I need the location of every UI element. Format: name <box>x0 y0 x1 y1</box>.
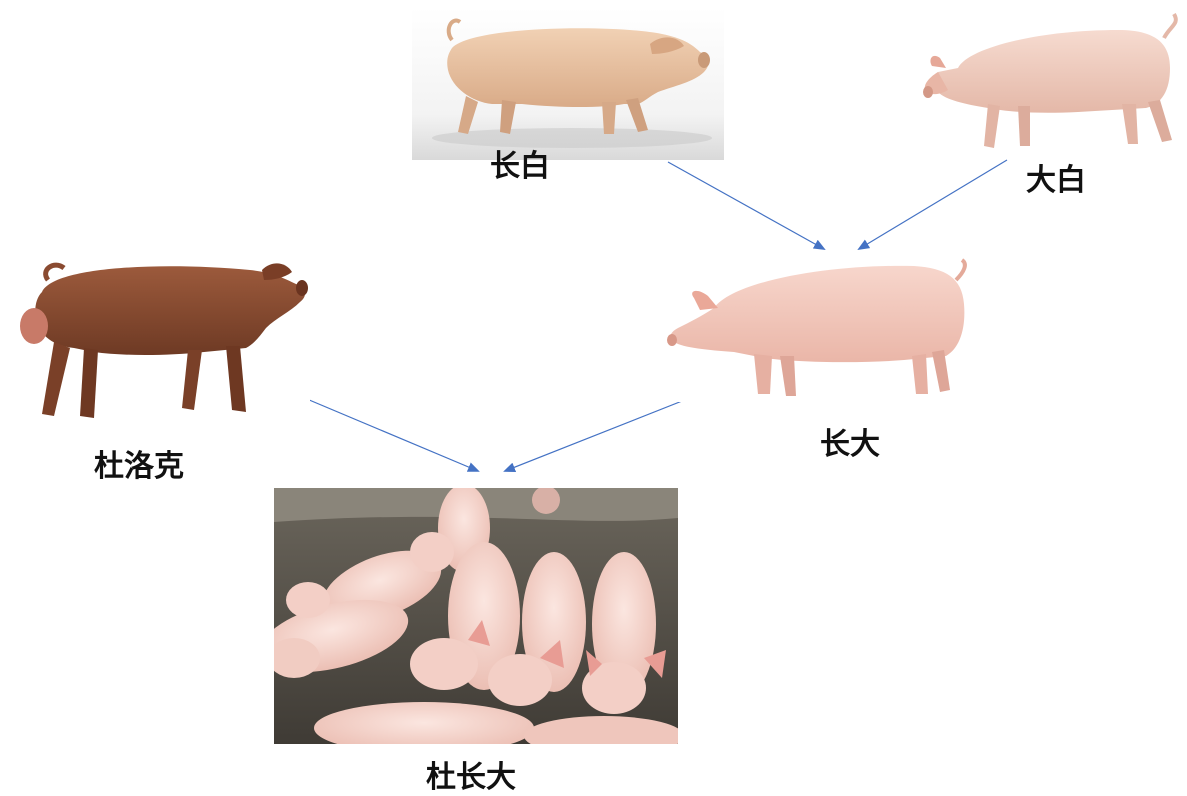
node-label-large-white: 大白 <box>1026 166 1086 196</box>
node-label-duroc-landrace-large-white: 杜长大 <box>426 763 516 793</box>
pig-landrace-image <box>412 8 724 160</box>
piglets-photo-icon <box>274 488 678 744</box>
arrow-landrace-to-cross <box>668 162 824 249</box>
node-label-duroc: 杜洛克 <box>94 452 184 482</box>
pig-duroc-image <box>14 256 310 428</box>
piglets-photo-image <box>274 488 678 744</box>
node-label-landrace: 长白 <box>490 152 550 182</box>
node-label-landrace-large-white: 长大 <box>820 430 880 460</box>
pig-large-white-image <box>918 8 1184 156</box>
pig-landrace-icon <box>412 8 724 160</box>
pig-large-white-icon <box>918 8 1184 156</box>
arrow-largewhite-to-cross <box>859 160 1007 249</box>
pig-duroc-icon <box>14 256 310 428</box>
pig-cross-icon <box>664 258 974 402</box>
pig-landrace-large-white-image <box>664 258 974 402</box>
